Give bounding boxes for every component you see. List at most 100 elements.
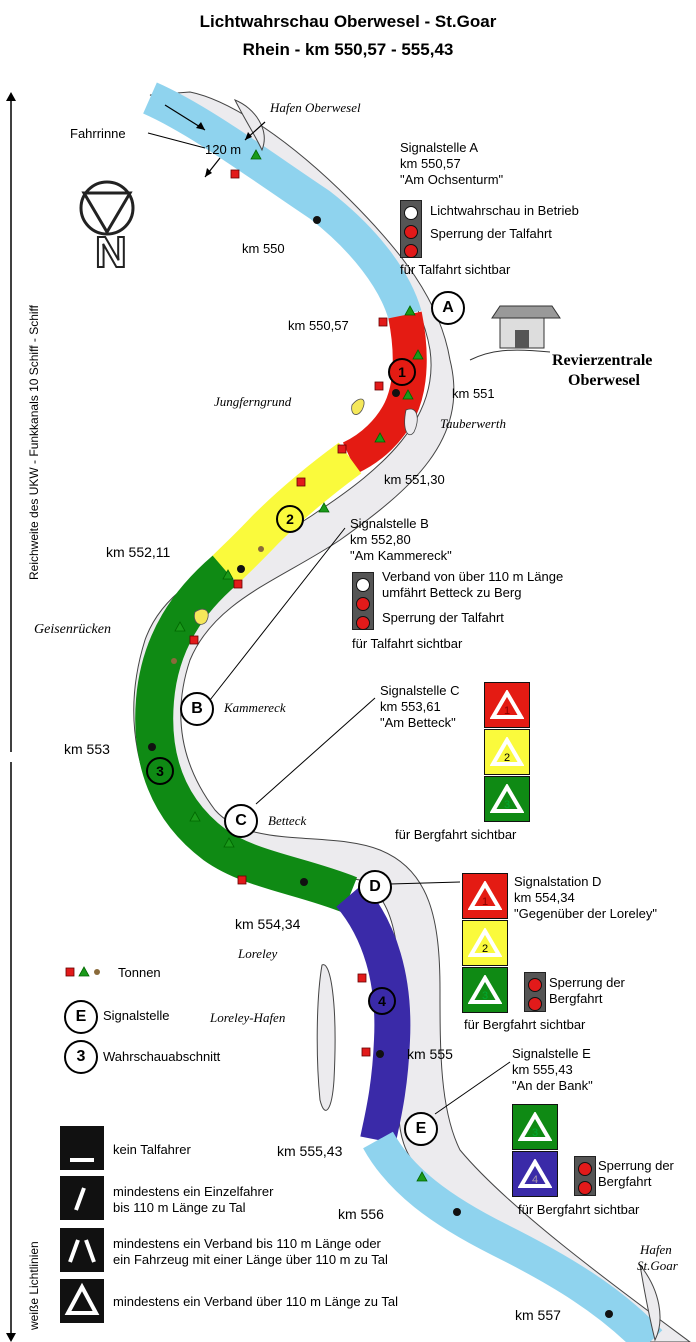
label-loreley-hafen: Loreley-Hafen (210, 1010, 286, 1025)
legend-signalstelle: Signalstelle (103, 1008, 170, 1023)
revierzentrale-label-2: Oberwesel (568, 372, 640, 389)
signal-a-line1: Lichtwahrschau in Betrieb (430, 203, 579, 218)
range-arrow (6, 92, 16, 1342)
signal-a-line2: Sperrung der Talfahrt (430, 226, 552, 241)
north-label: N (94, 227, 128, 278)
signal-e-visible: für Bergfahrt sichtbar (518, 1202, 640, 1217)
signal-b-place: "Am Kammereck" (350, 548, 452, 563)
red-lamp-icon (404, 244, 418, 258)
label-km555-43: km 555,43 (277, 1143, 343, 1159)
svg-text:3: 3 (532, 1127, 538, 1139)
signal-c-panel-3: 3 (484, 776, 530, 822)
revierzentrale-label: Revierzentrale (552, 352, 653, 369)
signal-d-lights (524, 972, 546, 1012)
signal-e-panel-purple: 4 (512, 1151, 558, 1197)
label-km551-30: km 551,30 (384, 472, 445, 487)
signal-b-line1: Verband von über 110 m Länge (382, 569, 564, 584)
light-legend-4: mindestens ein Verband über 110 m Länge … (113, 1294, 398, 1309)
signal-c-name: Signalstelle C (380, 683, 460, 698)
label-betteck: Betteck (268, 813, 307, 828)
signal-d-panel-2: 2 (462, 920, 508, 966)
label-stgoar: St.Goar (637, 1258, 678, 1273)
signal-b-name: Signalstelle B (350, 516, 429, 531)
white-light-icon: 3 (518, 1112, 552, 1141)
red-lamp-icon (356, 597, 370, 611)
light-legend-3b: ein Fahrzeug mit einer Länge über 110 m … (113, 1252, 388, 1267)
signal-b-km: km 552,80 (350, 532, 411, 547)
svg-text:4: 4 (532, 1174, 538, 1186)
signal-d-visible: für Bergfahrt sichtbar (464, 1017, 586, 1032)
signal-a-visible: für Talfahrt sichtbar (400, 262, 511, 277)
light-legend-1: kein Talfahrer (113, 1142, 191, 1157)
white-light-icon: 2 (490, 737, 524, 766)
red-lamp-icon (528, 978, 542, 992)
light-legend-2a: mindestens ein Einzelfahrer (113, 1184, 274, 1199)
light-convoy-large-icon (60, 1279, 104, 1323)
station-d-marker: D (358, 870, 392, 904)
signal-e-line1: Sperrung der (598, 1158, 674, 1173)
signal-b-line2: Sperrung der Talfahrt (382, 610, 504, 625)
label-width: 120 m (205, 142, 242, 157)
label-km556: km 556 (338, 1206, 384, 1222)
white-lamp-icon (404, 206, 418, 220)
label-km557: km 557 (515, 1307, 561, 1323)
red-lamp-icon (578, 1162, 592, 1176)
signal-b-lights (352, 572, 374, 630)
section-4-marker: 4 (368, 987, 396, 1015)
section-3-marker: 3 (146, 757, 174, 785)
signal-e-km: km 555,43 (512, 1062, 573, 1077)
white-light-icon: 3 (468, 975, 502, 1004)
white-light-icon: 1 (468, 881, 502, 910)
legend-wahrschau-marker: 3 (64, 1040, 98, 1074)
signal-d-panel-3: 3 (462, 967, 508, 1013)
signal-a-name: Signalstelle A (400, 140, 479, 155)
signal-c-visible: für Bergfahrt sichtbar (395, 827, 517, 842)
label-km555: km 555 (407, 1046, 453, 1062)
label-hafen-oberwesel: Hafen Oberwesel (270, 100, 361, 115)
label-km554-34: km 554,34 (235, 916, 301, 932)
signal-d-place: "Gegenüber der Loreley" (514, 906, 657, 921)
label-tauberwerth: Tauberwerth (440, 416, 506, 431)
red-lamp-icon (404, 225, 418, 239)
label-km551: km 551 (452, 386, 495, 401)
section-1-marker: 1 (388, 358, 416, 386)
svg-text:3: 3 (482, 990, 488, 1002)
page-title: Lichtwahrschau Oberwesel - St.Goar (199, 12, 497, 31)
label-km553: km 553 (64, 741, 110, 757)
white-light-icon: 2 (468, 928, 502, 957)
light-convoy-small-icon (60, 1228, 104, 1272)
label-loreley: Loreley (238, 946, 278, 961)
svg-text:2: 2 (482, 943, 488, 955)
buoy-legend-icon (65, 966, 100, 977)
section-2-marker: 2 (276, 505, 304, 533)
white-light-icon: 3 (490, 784, 524, 813)
svg-text:2: 2 (504, 752, 510, 764)
label-hafen-stgoar: Hafen (640, 1242, 672, 1257)
signal-e-lights (574, 1156, 596, 1196)
label-fahrrinne: Fahrrinne (70, 126, 126, 141)
white-light-icon: 4 (518, 1159, 552, 1188)
white-lamp-icon (356, 578, 370, 592)
signal-e-name: Signalstelle E (512, 1046, 591, 1061)
light-single-icon (60, 1176, 104, 1220)
signal-e-line1b: Bergfahrt (598, 1174, 652, 1189)
signal-a-km: km 550,57 (400, 156, 461, 171)
revierzentrale-icon (469, 305, 561, 361)
red-lamp-icon (528, 997, 542, 1011)
signal-a-lights (400, 200, 422, 258)
station-c-marker: C (224, 804, 258, 838)
light-legend-3a: mindestens ein Verband bis 110 m Länge o… (113, 1236, 381, 1251)
signal-e-panel-green: 3 (512, 1104, 558, 1150)
signal-c-place: "Am Betteck" (380, 715, 456, 730)
legend-signalstelle-marker: E (64, 1000, 98, 1034)
label-km550: km 550 (242, 241, 285, 256)
signal-d-name: Signalstation D (514, 874, 602, 889)
white-light-icon: 1 (490, 690, 524, 719)
label-km552-11: km 552,11 (106, 544, 171, 560)
svg-text:3: 3 (504, 799, 510, 811)
station-a-marker: A (431, 291, 465, 325)
page-subtitle: Rhein - km 550,57 - 555,43 (242, 40, 454, 59)
label-jungferngrund: Jungferngrund (214, 394, 292, 409)
signal-d-line1: Sperrung der (549, 975, 625, 990)
